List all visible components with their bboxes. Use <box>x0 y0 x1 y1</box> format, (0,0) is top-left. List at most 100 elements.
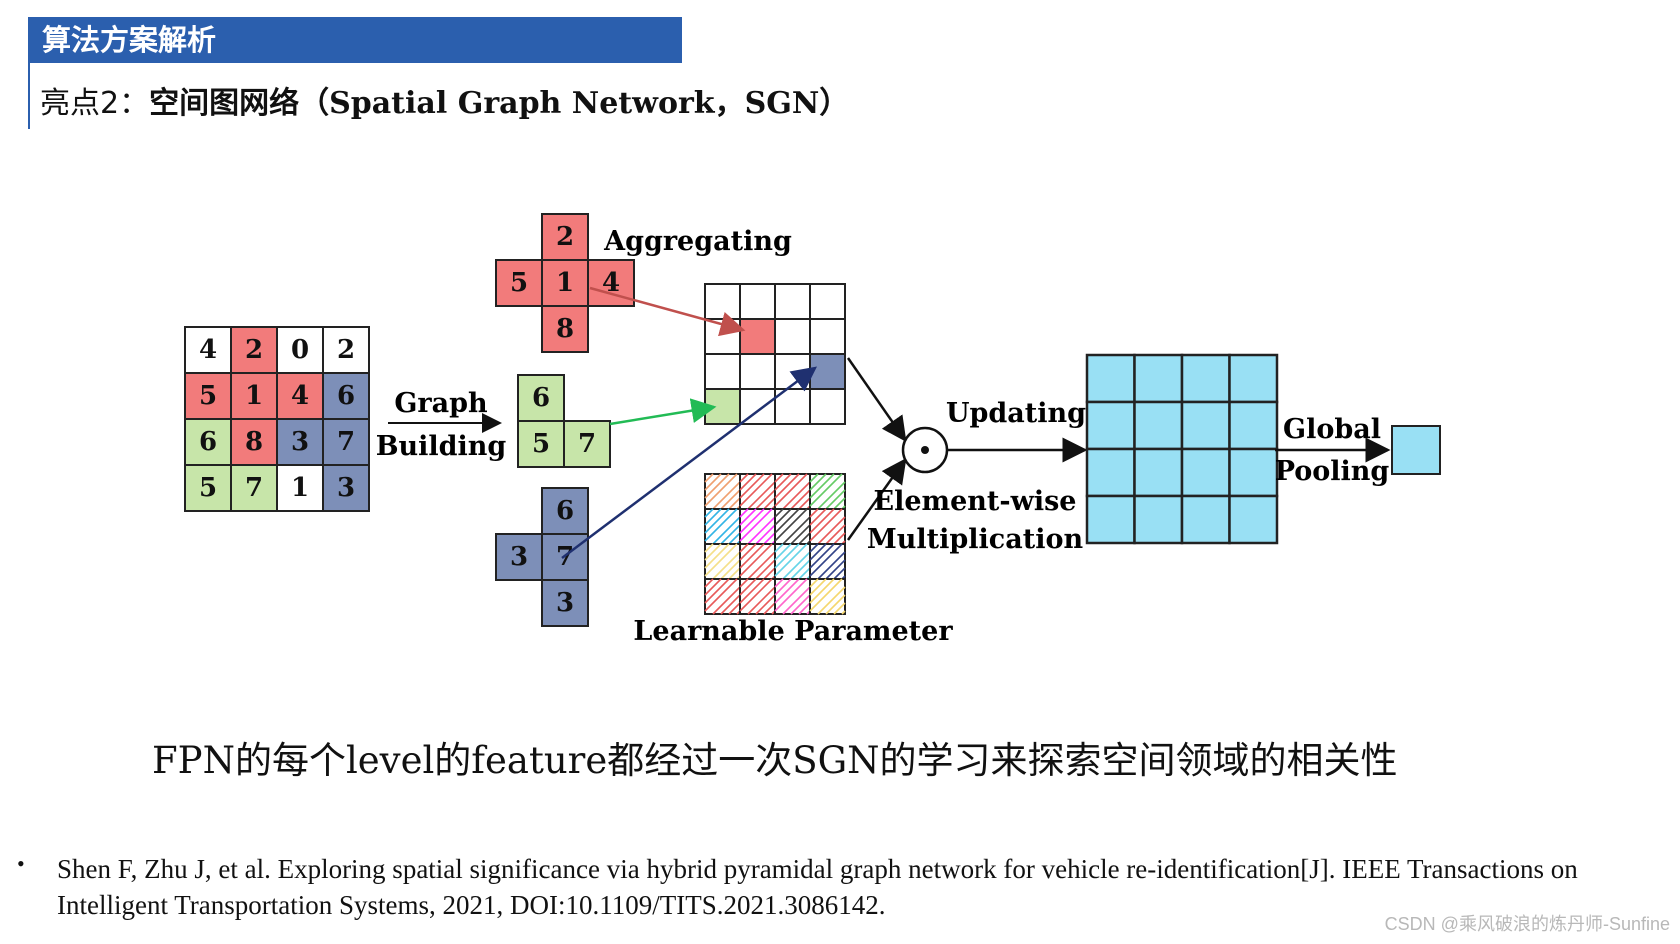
elementwise-label: Element-wise <box>874 486 1077 517</box>
aggregated-grid-cell <box>809 318 846 355</box>
hatch-line <box>809 543 827 561</box>
red-cross-cell <box>541 213 589 261</box>
green-shape-cell <box>517 374 565 422</box>
updated-grid-cell <box>1133 353 1184 404</box>
hatch-line <box>755 594 776 615</box>
hatch-line <box>704 473 722 491</box>
hatch-line <box>704 508 730 534</box>
hatch-line <box>747 481 776 510</box>
hatch-line <box>774 578 800 604</box>
input-grid-value: 7 <box>245 473 263 503</box>
hatch-line <box>782 481 811 510</box>
updating-label: Updating <box>946 398 1086 429</box>
reference-line-2: Intelligent Transportation Systems, 2021… <box>57 890 886 920</box>
input-grid-value: 5 <box>199 381 217 411</box>
green-aggregate-arrow <box>609 398 717 426</box>
global-label: Global <box>1283 414 1381 445</box>
multiplication-label: Multiplication <box>867 524 1084 555</box>
updated-grid-cell <box>1180 494 1231 545</box>
updated-grid-cell <box>1085 400 1136 451</box>
aggregated-grid-cell <box>739 353 776 390</box>
hatch-line <box>809 473 835 499</box>
red-cross-value: 1 <box>556 268 574 298</box>
hatch-line <box>755 559 776 580</box>
hatch-line <box>704 473 738 507</box>
input-grid-value: 2 <box>245 335 263 365</box>
aggregated-grid-cell <box>809 283 846 320</box>
hatch-line <box>704 508 714 518</box>
input-grid-value: 5 <box>199 473 217 503</box>
hatch-line <box>774 578 784 588</box>
hatch-line <box>774 508 800 534</box>
reference-line-1: Shen F, Zhu J, et al. Exploring spatial … <box>57 854 1578 884</box>
input-grid-value: 6 <box>199 427 217 457</box>
hatch-line <box>704 473 714 483</box>
green-shape-cell <box>517 420 565 468</box>
hatch-line <box>833 532 846 545</box>
input-grid-cell <box>322 464 370 512</box>
updated-feature-grid <box>1085 353 1279 545</box>
hatch-line <box>739 473 757 491</box>
hatch-line <box>747 586 776 615</box>
input-grid-value: 3 <box>291 427 309 457</box>
hatch-line <box>739 543 749 553</box>
red-cross-cell <box>541 305 589 353</box>
hatch-line <box>712 481 741 510</box>
hatch-line <box>774 578 792 596</box>
hatch-line <box>833 567 846 580</box>
multiply-dot <box>921 446 929 454</box>
blue-neighbor-shape: 6373 <box>495 487 589 627</box>
hatch-line <box>739 543 773 577</box>
hatch-line <box>798 567 811 580</box>
blue-shape-cell <box>495 533 543 581</box>
learnable-parameter-grid <box>704 473 846 615</box>
hatch-line <box>782 586 811 615</box>
subtitle: 亮点2：空间图网络（Spatial Graph Network，SGN） <box>40 78 849 122</box>
hatch-line <box>774 508 784 518</box>
hatch-line <box>809 543 819 553</box>
hatch-line <box>809 578 843 612</box>
building-label: Building <box>376 431 507 462</box>
hatch-line <box>739 543 757 561</box>
updated-grid-cell <box>1228 447 1279 498</box>
updated-grid-cell <box>1133 447 1184 498</box>
updated-grid-cell <box>1133 494 1184 545</box>
hatch-line <box>704 578 722 596</box>
hatch-line <box>774 543 792 561</box>
aggregated-grid-cell <box>704 283 741 320</box>
hatch-line <box>809 473 843 507</box>
reference-bullet: • <box>17 851 25 876</box>
hatch-line <box>809 508 835 534</box>
hatch-line <box>704 578 714 588</box>
input-grid-value: 4 <box>199 335 217 365</box>
hatch-line <box>712 586 741 615</box>
input-grid-value: 8 <box>245 427 263 457</box>
hatch-line <box>809 508 819 518</box>
hatch-line <box>782 551 811 580</box>
subtitle-bold: 空间图网络（Spatial Graph Network，SGN） <box>149 86 850 121</box>
aggregated-grid-cell <box>774 283 811 320</box>
hatch-line <box>728 497 741 510</box>
caption: FPN的每个level的feature都经过一次SGN的学习来探索空间领域的相关… <box>152 739 1398 782</box>
hatch-line <box>704 508 738 542</box>
green-shape-value: 5 <box>532 429 550 459</box>
pooling-label: Pooling <box>1275 456 1390 487</box>
hatch-line <box>798 602 811 615</box>
hatch-line <box>712 551 741 580</box>
hatch-line <box>809 543 843 577</box>
hatch-line <box>825 594 846 615</box>
hatch-line <box>763 602 776 615</box>
hatch-line <box>739 578 757 596</box>
hatch-line <box>739 473 773 507</box>
updated-grid-cell <box>1228 400 1279 451</box>
input-grid-value: 0 <box>291 335 309 365</box>
hatch-line <box>728 567 741 580</box>
hatch-line <box>774 543 800 569</box>
updated-grid-cell <box>1180 400 1231 451</box>
learnable-parameter-label: Learnable Parameter <box>633 616 953 647</box>
hatch-line <box>755 524 776 545</box>
updated-grid-cell <box>1085 447 1136 498</box>
hatch-line <box>763 497 776 510</box>
blue-shape-value: 6 <box>556 496 574 526</box>
hatch-line <box>720 524 741 545</box>
